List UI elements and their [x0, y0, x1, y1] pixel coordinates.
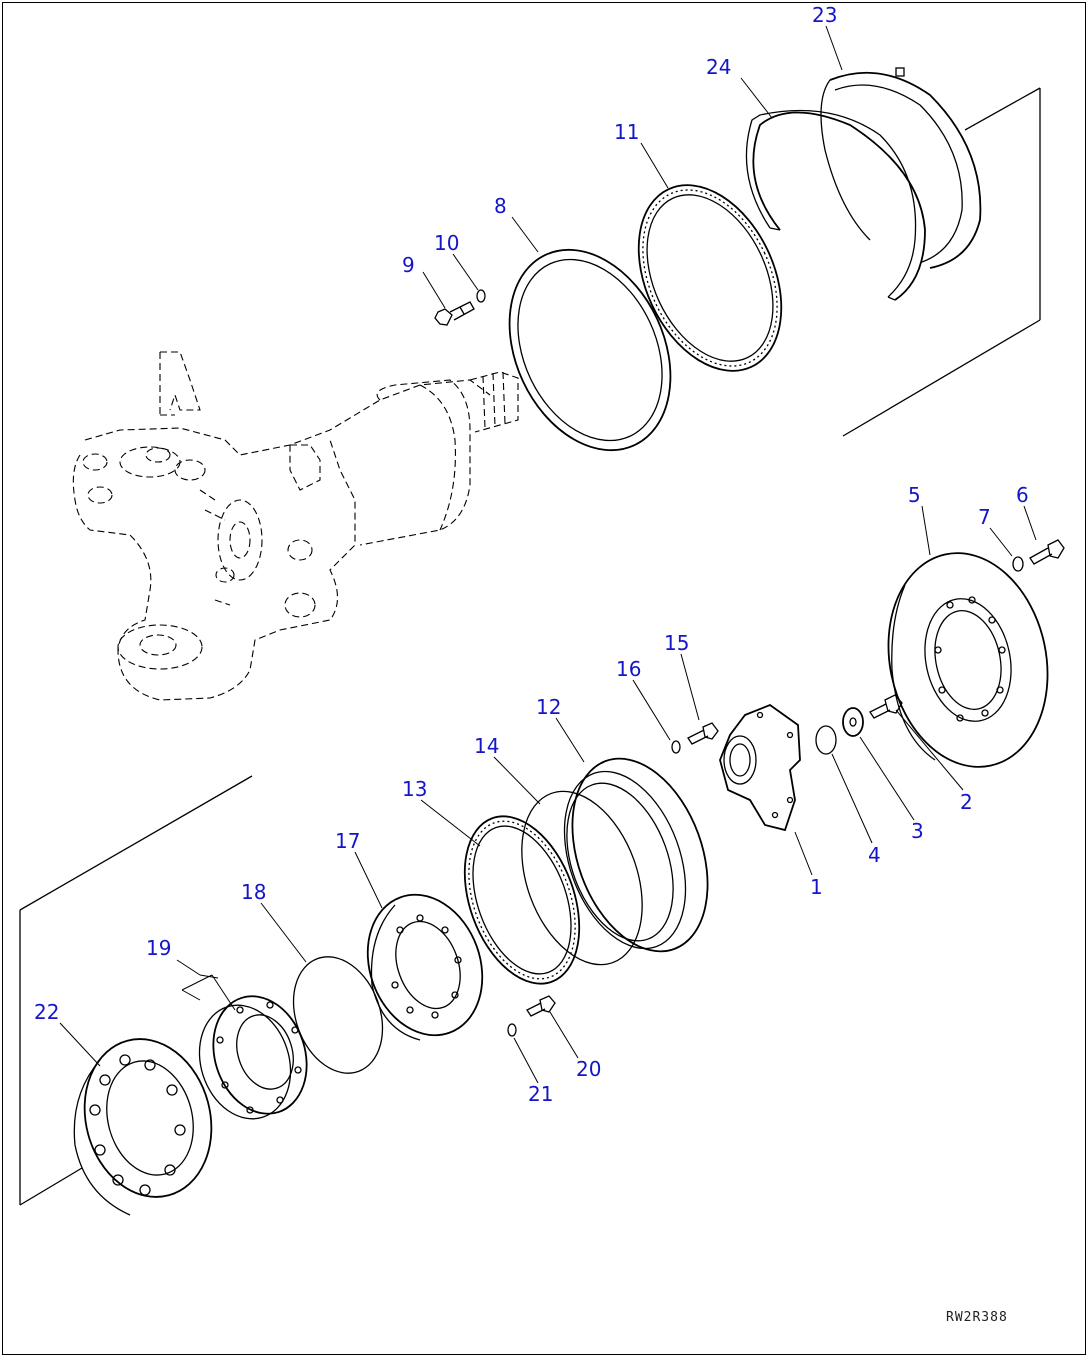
part-16-washer: [671, 740, 681, 754]
part-3-washer: [842, 707, 864, 737]
part-11-seal: [637, 184, 783, 372]
part-13-seal: [463, 815, 581, 985]
axis-lines: [19, 87, 1041, 1206]
part-14-o-ring: [521, 790, 643, 966]
callout-labels: 23 24 11 8 10 9 5 6 7 15 16 12 14 13 17 …: [34, 3, 1029, 1106]
part-4-o-ring: [815, 725, 837, 755]
callout-2: 2: [960, 790, 973, 814]
part-23-ring: [820, 67, 982, 269]
callout-24: 24: [706, 55, 731, 79]
callout-15: 15: [664, 631, 689, 655]
callout-19: 19: [146, 936, 171, 960]
callout-13: 13: [402, 777, 427, 801]
part-8-plate: [508, 248, 672, 452]
callout-10: 10: [434, 231, 459, 255]
callout-5: 5: [908, 483, 921, 507]
axle-housing: [72, 351, 519, 701]
part-1-hub-flange: [719, 703, 801, 832]
part-24-split-ring: [745, 109, 926, 301]
callout-7: 7: [978, 505, 991, 529]
callout-14: 14: [474, 734, 499, 758]
part-2-bolt: [869, 694, 903, 719]
part-6-bolt: [1029, 539, 1065, 565]
callout-9: 9: [402, 253, 415, 277]
callout-20: 20: [576, 1057, 601, 1081]
part-12-cover: [563, 757, 709, 953]
callout-4: 4: [868, 843, 881, 867]
callout-22: 22: [34, 1000, 59, 1024]
part-19-shim-plates: [198, 995, 308, 1120]
callout-3: 3: [911, 819, 924, 843]
part-17-bearing-carrier: [366, 893, 484, 1041]
part-22-bearing: [73, 1038, 213, 1216]
part-10-washer: [476, 289, 486, 303]
callout-21: 21: [528, 1082, 553, 1106]
callout-23: 23: [812, 3, 837, 27]
callout-16: 16: [616, 657, 641, 681]
part-15-bolt: [687, 722, 719, 745]
part-18-o-ring: [292, 956, 384, 1074]
part-20-bolt: [526, 995, 556, 1017]
part-7-washer: [1012, 556, 1024, 572]
leader-lines: [59, 25, 1037, 1084]
part-9-bolt: [434, 301, 475, 326]
part-5-brake-disc: [887, 552, 1049, 768]
callout-8: 8: [494, 194, 507, 218]
callout-11: 11: [614, 120, 639, 144]
callout-6: 6: [1016, 483, 1029, 507]
callout-17: 17: [335, 829, 360, 853]
callout-1: 1: [810, 875, 823, 899]
part-21-washer: [507, 1023, 517, 1037]
callout-18: 18: [241, 880, 266, 904]
drawing-reference-code: RW2R388: [946, 1310, 1008, 1325]
callout-12: 12: [536, 695, 561, 719]
